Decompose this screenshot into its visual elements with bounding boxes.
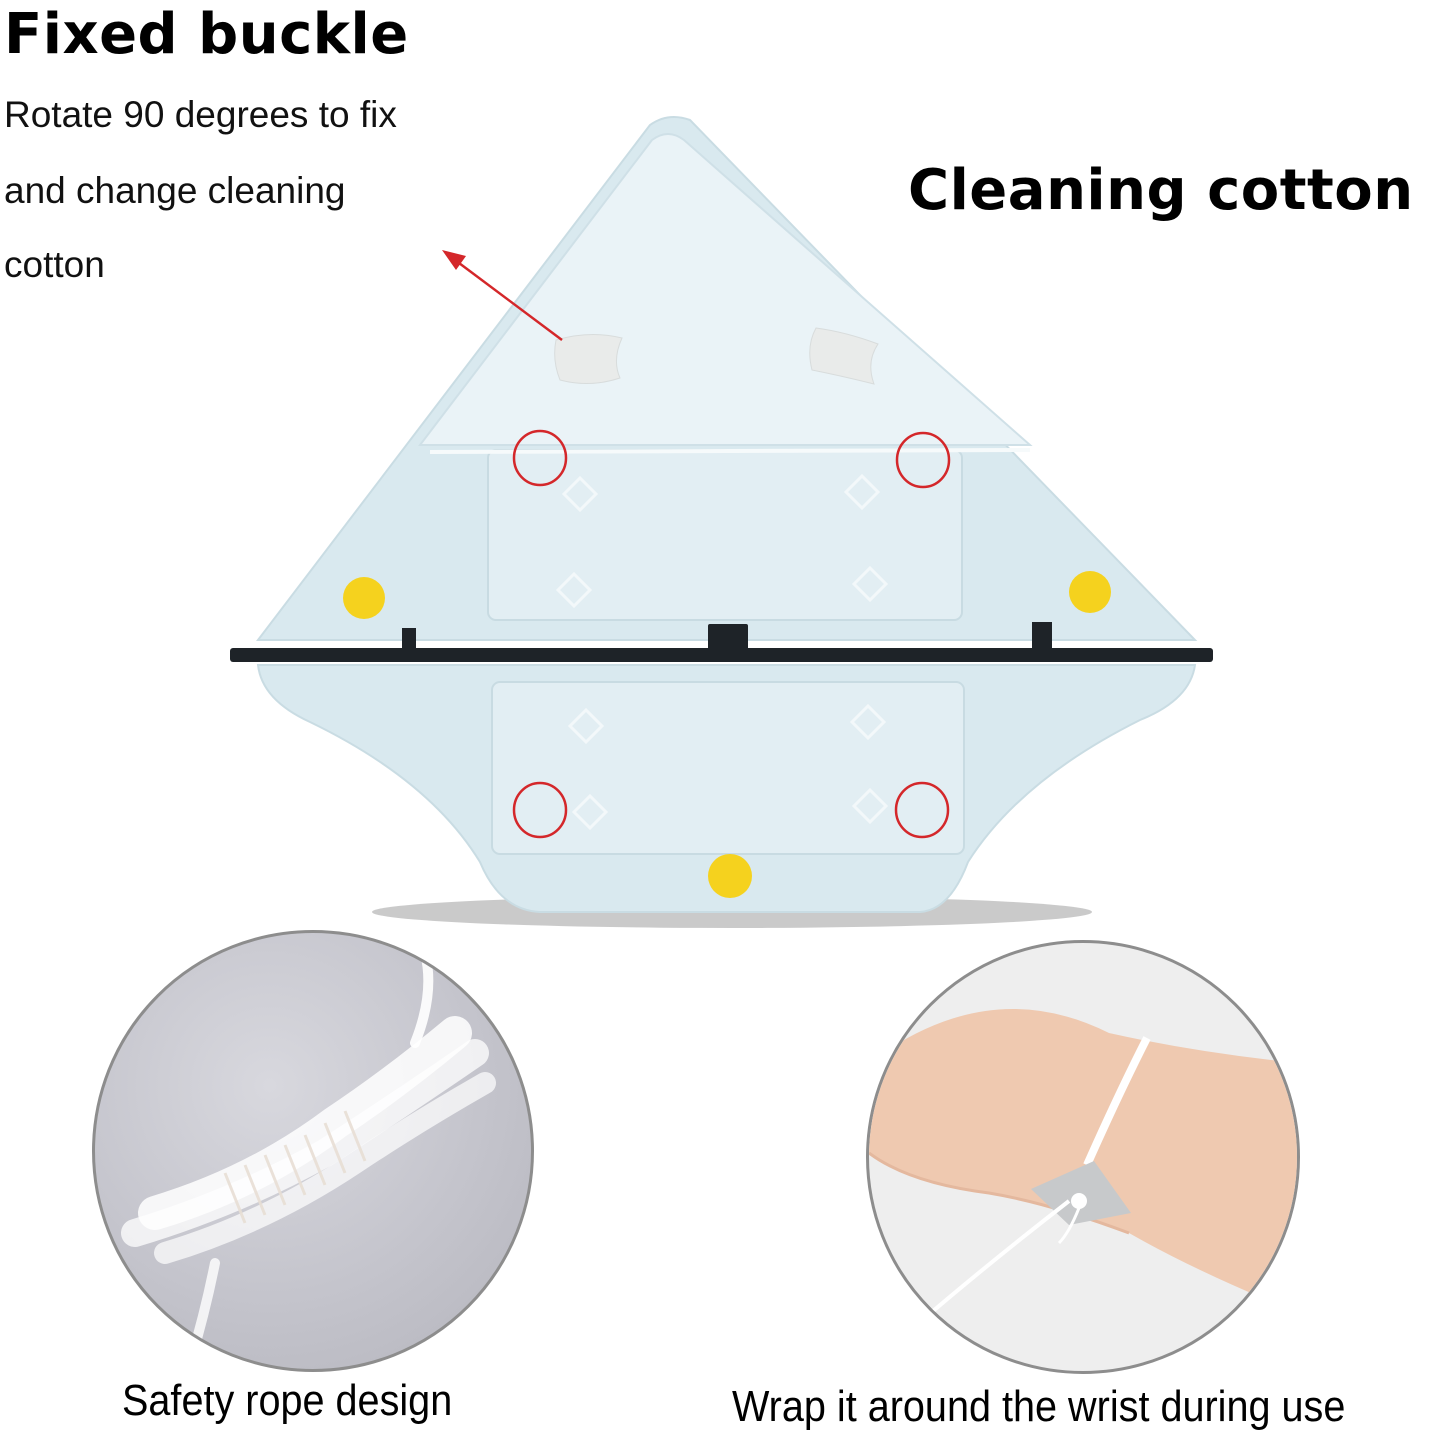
window-cleaner-product-image — [230, 115, 1213, 928]
wrist-strap-photo — [866, 940, 1300, 1374]
fixed-buckle-description-line-2: and change cleaning — [4, 170, 346, 211]
coiled-rope-icon — [121, 948, 496, 1368]
diamond-marks-upper — [555, 473, 889, 609]
rubber-wiper — [230, 622, 1213, 662]
diamond-marks-lower — [567, 703, 889, 831]
red-arrow-icon — [442, 250, 563, 342]
fixed-buckle-description-line-1: Rotate 90 degrees to fix — [4, 94, 397, 135]
wrist-rope-icon — [869, 1009, 1297, 1325]
marker-circles-lower — [512, 781, 950, 839]
fixed-buckle-right — [809, 327, 879, 385]
fixed-buckle-title: Fixed buckle — [4, 2, 409, 67]
wrist-wrap-caption: Wrap it around the wrist during use — [732, 1382, 1346, 1431]
yellow-dot-right — [1069, 571, 1111, 613]
yellow-dot-bottom — [708, 854, 752, 898]
fixed-buckle-left — [554, 333, 623, 384]
cleaning-cotton-title: Cleaning cotton — [908, 158, 1414, 223]
marker-circles-upper — [512, 429, 951, 489]
safety-rope-photo — [92, 930, 534, 1372]
fixed-buckle-description-line-3: cotton — [4, 244, 105, 285]
yellow-dot-left — [343, 577, 385, 619]
lower-plate — [491, 681, 965, 855]
safety-rope-caption: Safety rope design — [122, 1376, 453, 1425]
cleaning-cotton-pad — [417, 133, 1033, 446]
